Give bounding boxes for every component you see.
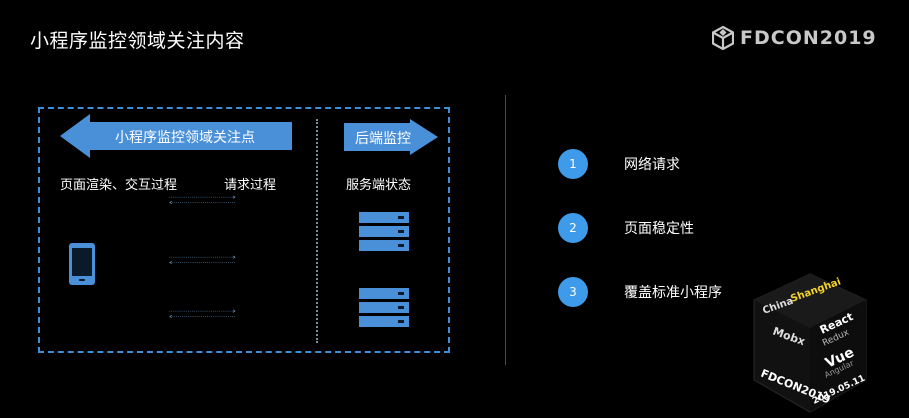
request-arrows-2	[169, 255, 236, 264]
diagram-frame	[38, 107, 450, 353]
cube-logo-icon	[712, 26, 734, 50]
logo-text: FDCON2019	[740, 27, 877, 49]
item-number-badge: 2	[558, 213, 588, 243]
list-item: 2 页面稳定性	[558, 213, 694, 243]
item-label: 页面稳定性	[624, 221, 694, 237]
right-arrow	[344, 119, 438, 155]
fdcon-logo: FDCON2019	[712, 26, 877, 50]
right-arrow-label: 后端监控	[355, 131, 411, 147]
item-label: 覆盖标准小程序	[624, 285, 722, 301]
section-divider	[505, 95, 506, 365]
request-arrows-3	[169, 309, 236, 318]
server-status-label: 服务端状态	[346, 178, 412, 193]
request-arrows-1	[169, 195, 236, 204]
list-item: 1 网络请求	[558, 149, 680, 179]
render-interaction-label: 页面渲染、交互过程	[60, 178, 178, 193]
diagram-divider	[316, 119, 318, 343]
left-arrow	[60, 114, 292, 158]
item-number-badge: 1	[558, 149, 588, 179]
slide-title: 小程序监控领域关注内容	[30, 30, 245, 52]
mobile-phone-icon	[69, 243, 95, 285]
server-icon	[359, 212, 409, 251]
list-item: 3 覆盖标准小程序	[558, 277, 722, 307]
fdcon-cube-logo-icon: Shanghai China React Redux Mobx Vue Angu…	[753, 273, 867, 413]
left-arrow-label: 小程序监控领域关注点	[115, 130, 255, 146]
server-icon	[359, 288, 409, 327]
item-number-badge: 3	[558, 277, 588, 307]
item-label: 网络请求	[624, 157, 680, 173]
request-process-label: 请求过程	[224, 178, 277, 193]
